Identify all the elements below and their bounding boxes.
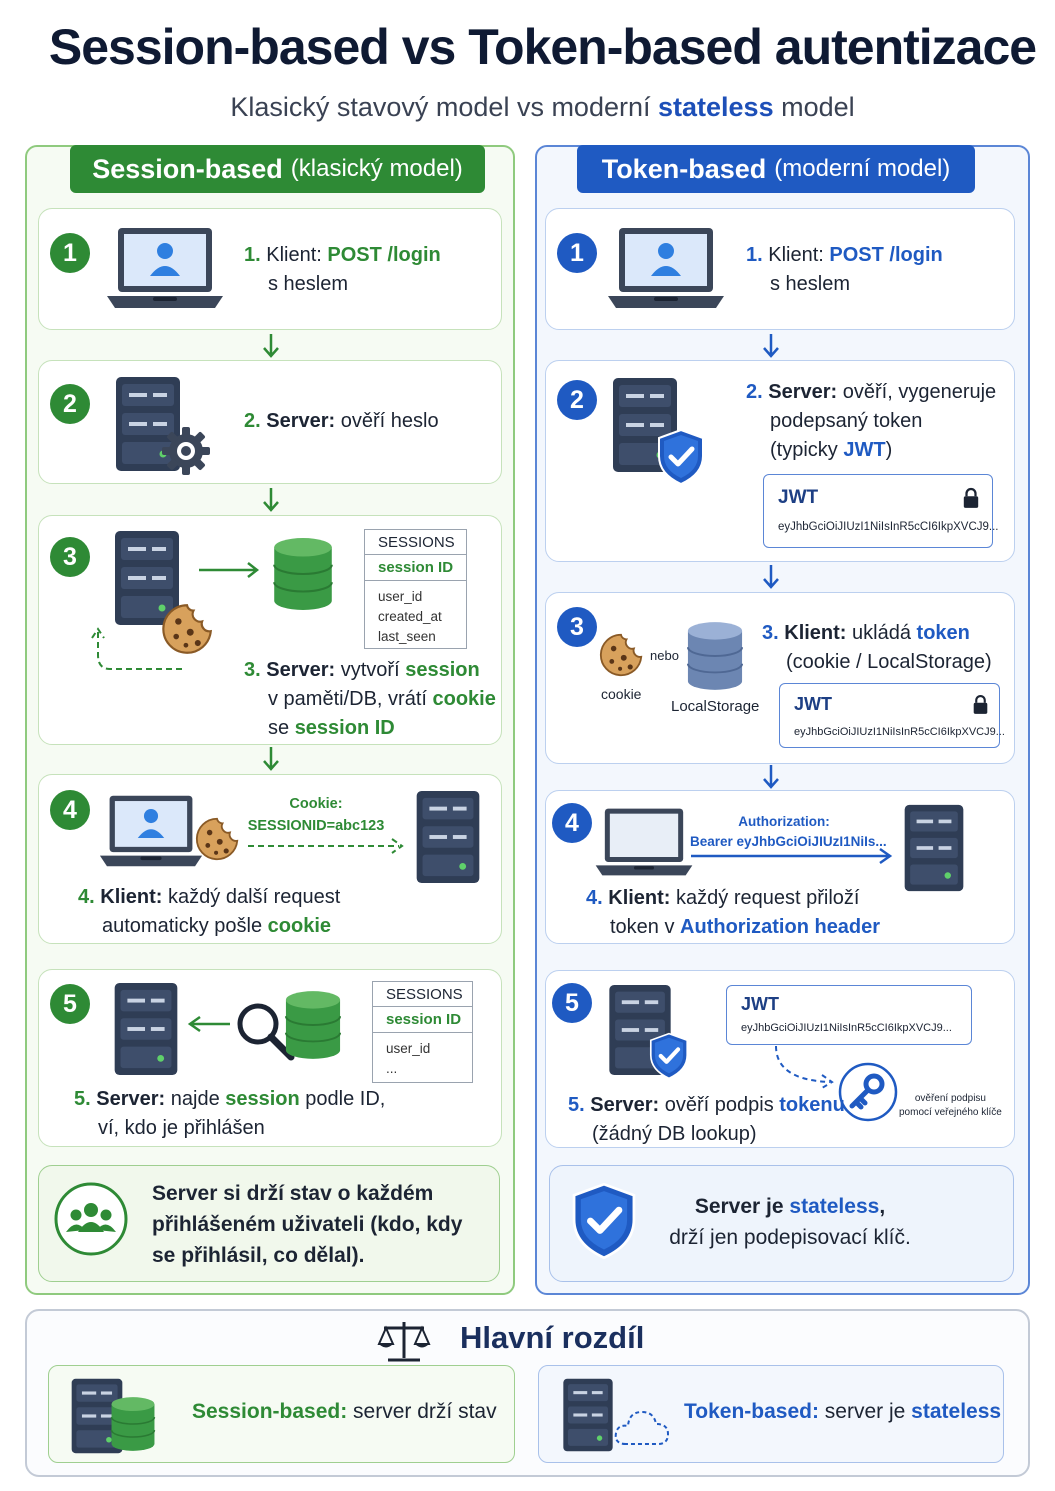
step-number: 3 [50, 537, 90, 577]
jwt-token-box: JWT eyJhbGciOiJIUzI1NiIsInR5cCI6IkpXVCJ9… [726, 985, 972, 1045]
step-number: 3 [557, 607, 597, 647]
arrow-right-icon [199, 562, 260, 578]
cookie-icon [598, 632, 644, 678]
lock-icon [972, 694, 989, 715]
token-step-3-text: 3. Klient: ukládá token (cookie / LocalS… [762, 622, 992, 673]
arrow-down-icon [263, 334, 279, 358]
session-step-5-text: 5. Server: najde session podle ID, ví, k… [74, 1088, 386, 1139]
shield-check-icon [570, 1181, 638, 1261]
step-number: 5 [552, 983, 592, 1023]
session-step-2-text: 2. Server: ověří heslo [244, 410, 439, 432]
page-subtitle: Klasický stavový model vs moderní statel… [230, 92, 855, 122]
arrow-down-icon [263, 747, 279, 771]
token-step-5-text: 5. Server: ověří podpis tokenu (žádný DB… [568, 1094, 845, 1145]
token-difference-text: Token-based: server je stateless [684, 1400, 1002, 1423]
step-number: 5 [50, 984, 90, 1024]
cookie-header-label: Cookie:SESSIONID=abc123 [247, 796, 385, 834]
token-step-1-text: 1. Klient: POST /login s heslem [746, 244, 943, 295]
arrow-down-icon [263, 488, 279, 512]
session-difference-text: Session-based: server drží stav [192, 1400, 497, 1423]
laptop-icon [594, 806, 694, 878]
or-label: nebo [650, 648, 679, 663]
step-number: 4 [50, 790, 90, 830]
search-icon [237, 1003, 295, 1061]
arrow-left-icon [187, 1015, 230, 1033]
key-icon [838, 1062, 898, 1122]
database-icon [686, 621, 744, 691]
gear-icon [162, 427, 210, 475]
authorization-header-label: Authorization:Bearer eyJhbGciOiJIUzI1NiI… [690, 814, 887, 849]
server-icon [903, 804, 965, 892]
shield-check-icon [648, 1032, 690, 1080]
token-step-2-text: 2. Server: ověří, vygeneruje podepsaný t… [746, 381, 997, 461]
arrow-down-icon [763, 334, 779, 358]
session-step-2 [38, 360, 502, 484]
database-icon [272, 537, 334, 611]
database-icon [284, 990, 342, 1060]
dashed-arrow-icon [775, 1045, 834, 1089]
laptop-icon [105, 226, 225, 310]
cookie-label: cookie [601, 686, 642, 702]
arrow-down-icon [763, 565, 779, 589]
database-icon [110, 1396, 156, 1452]
step-number: 1 [50, 233, 90, 273]
sessions-table: SESSIONS session ID user_id... [372, 981, 473, 1083]
step-number: 2 [50, 384, 90, 424]
step-number: 1 [557, 233, 597, 273]
arrow-down-icon [763, 765, 779, 789]
arrow-right-icon [248, 838, 404, 854]
lock-icon [962, 487, 980, 509]
localstorage-label: LocalStorage [671, 698, 760, 715]
session-heading: Session-based(klasický model) [70, 145, 485, 193]
token-step-4-text: 4. Klient: každý request přiloží token v… [586, 887, 881, 938]
server-icon [113, 982, 179, 1076]
laptop-icon [98, 794, 204, 868]
laptop-icon [606, 226, 726, 310]
jwt-token-box: JWT eyJhbGciOiJIUzI1NiIsInR5cCI6IkpXVCJ9… [779, 683, 1005, 748]
token-summary-text: Server je stateless, drží jen podepisova… [669, 1195, 911, 1249]
return-arrow-icon [91, 627, 182, 670]
session-step-4-text: 4. Klient: každý další request automatic… [78, 886, 341, 937]
server-icon [415, 790, 481, 884]
scales-icon [377, 1322, 431, 1362]
cookie-icon [194, 816, 240, 862]
main-difference-title: Hlavní rozdíl [460, 1320, 645, 1355]
shield-check-icon [656, 428, 706, 486]
token-heading: Token-based(moderní model) [577, 145, 975, 193]
session-step-1-text: 1. Klient: POST /login s heslem [244, 244, 441, 295]
arrow-right-icon [691, 847, 893, 865]
session-step-1 [38, 208, 502, 330]
token-difference-card [538, 1365, 1004, 1463]
users-icon [54, 1182, 128, 1256]
server-icon [562, 1378, 614, 1452]
page-title: Session-based vs Token-based autentizace [48, 19, 1037, 75]
jwt-token-box: JWT eyJhbGciOiJIUzI1NiIsInR5cCI6IkpXVCJ9… [763, 474, 999, 548]
step-number: 4 [552, 803, 592, 843]
step-number: 2 [557, 380, 597, 420]
cloud-icon [614, 1410, 670, 1445]
session-step-3-text: 3. Server: vytvoří session v paměti/DB, … [244, 659, 496, 739]
